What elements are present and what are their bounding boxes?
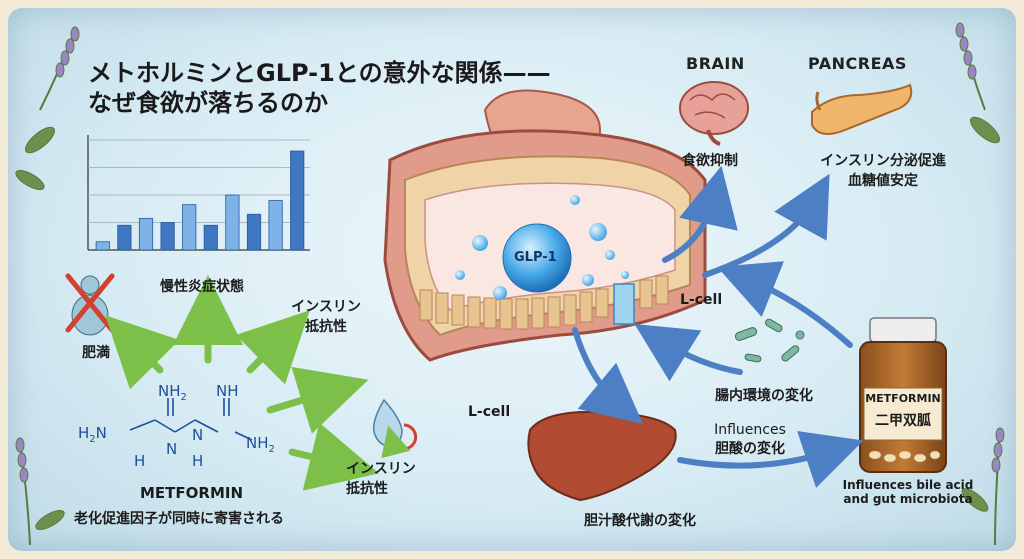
- insulin-resistance-bottom-line2: 抵抗性: [346, 481, 388, 497]
- appetite-suppression-label: 食欲抑制: [682, 153, 738, 169]
- chart-bar-5: [182, 204, 197, 251]
- obesity-crossed-icon: [65, 273, 115, 336]
- pancreas-icon: [811, 83, 913, 135]
- brain-label: BRAIN: [686, 54, 745, 73]
- bile-influence-jp: 胆酸の変化: [715, 441, 785, 457]
- chart-bar-10: [290, 150, 305, 251]
- chart-bar-9: [268, 200, 283, 251]
- bottle-label-en: METFORMIN: [865, 392, 941, 405]
- metformin-name-label: METFORMIN: [140, 484, 244, 502]
- chart-bar-4: [160, 222, 175, 251]
- pancreas-label: PANCREAS: [808, 54, 907, 73]
- glp1-molecule-icon: [502, 223, 572, 293]
- bottle-label-jp: 二甲双胍: [875, 413, 931, 429]
- bile-influence-label: Influences 胆酸の変化: [700, 422, 800, 458]
- lavender-top-left-icon: [15, 26, 80, 191]
- bar-chart: [87, 135, 310, 251]
- atom-n-left: N: [192, 426, 204, 444]
- glp1-bubbles-icon: [455, 195, 629, 300]
- gut-microbiota-icon: [734, 318, 805, 363]
- pancreas-effect-label: インスリン分泌促進 血糖値安定: [808, 150, 958, 190]
- atom-h-left: H: [192, 452, 204, 470]
- glp1-label: GLP-1: [514, 250, 557, 265]
- atom-nh2-b: NH2: [246, 434, 275, 455]
- signal-arrows-blue: [572, 165, 864, 488]
- bottle-caption: Influences bile acid and gut microbiota: [818, 478, 998, 506]
- insulin-resistance-top-label: インスリン 抵抗性: [286, 296, 366, 336]
- insulin-resistance-top-line2: 抵抗性: [305, 319, 347, 335]
- chart-grid: [88, 139, 310, 223]
- blood-glucose-label: 血糖値安定: [848, 173, 918, 189]
- chart-bar-2: [117, 224, 132, 251]
- l-cell-highlight: [613, 283, 635, 325]
- l-cell-label-bottom: L-cell: [468, 404, 511, 420]
- atom-h2n: H2N: [78, 424, 107, 445]
- insulin-resistance-bottom-label: インスリン 抵抗性: [346, 458, 416, 498]
- insulin-drop-icon: [372, 398, 418, 459]
- page-title-line2: なぜ食欲が落ちるのか: [88, 89, 328, 117]
- microbiota-change-label: 腸内環境の変化: [715, 388, 813, 404]
- bottle-caption-line2: and gut microbiota: [843, 492, 973, 506]
- lavender-top-right-icon: [955, 22, 1001, 144]
- bile-metabolism-label: 胆汁酸代謝の変化: [584, 513, 696, 529]
- metformin-bottle-icon: [859, 317, 947, 473]
- atom-n-right: N: [166, 440, 178, 458]
- brain-icon: [679, 81, 749, 146]
- obesity-label: 肥満: [82, 345, 110, 361]
- atom-nh2-a: NH2: [158, 382, 187, 403]
- lavender-bottom-left-icon: [15, 437, 65, 546]
- liver-icon: [527, 410, 677, 502]
- l-cell-label-right: L-cell: [680, 292, 723, 308]
- insulin-resistance-bottom-line1: インスリン: [346, 461, 416, 477]
- inflammation-label: 慢性炎症状態: [160, 279, 244, 295]
- atom-nh-top: NH: [216, 382, 239, 400]
- insulin-resistance-top-line1: インスリン: [291, 299, 361, 315]
- insulin-secretion-label: インスリン分泌促進: [820, 153, 946, 169]
- chart-bar-6: [203, 224, 218, 251]
- chart-bar-8: [246, 213, 262, 251]
- effect-arrows-green: [105, 275, 379, 491]
- page-title: メトホルミンとGLP-1との意外な関係—— なぜ食欲が落ちるのか: [88, 58, 608, 118]
- metformin-molecule-icon: [129, 398, 253, 441]
- chart-bar-1: [95, 241, 110, 251]
- page-title-line1: メトホルミンとGLP-1との意外な関係——: [88, 59, 551, 87]
- bottle-caption-line1: Influences bile acid: [842, 478, 974, 492]
- chart-bar-3: [138, 217, 154, 251]
- atom-h-right: H: [134, 452, 146, 470]
- chart-bar-7: [225, 194, 240, 251]
- lavender-bottom-right-icon: [961, 427, 1005, 546]
- metformin-caption-label: 老化促進因子が同時に寄害される: [74, 511, 284, 527]
- bile-influence-en: Influences: [714, 422, 786, 438]
